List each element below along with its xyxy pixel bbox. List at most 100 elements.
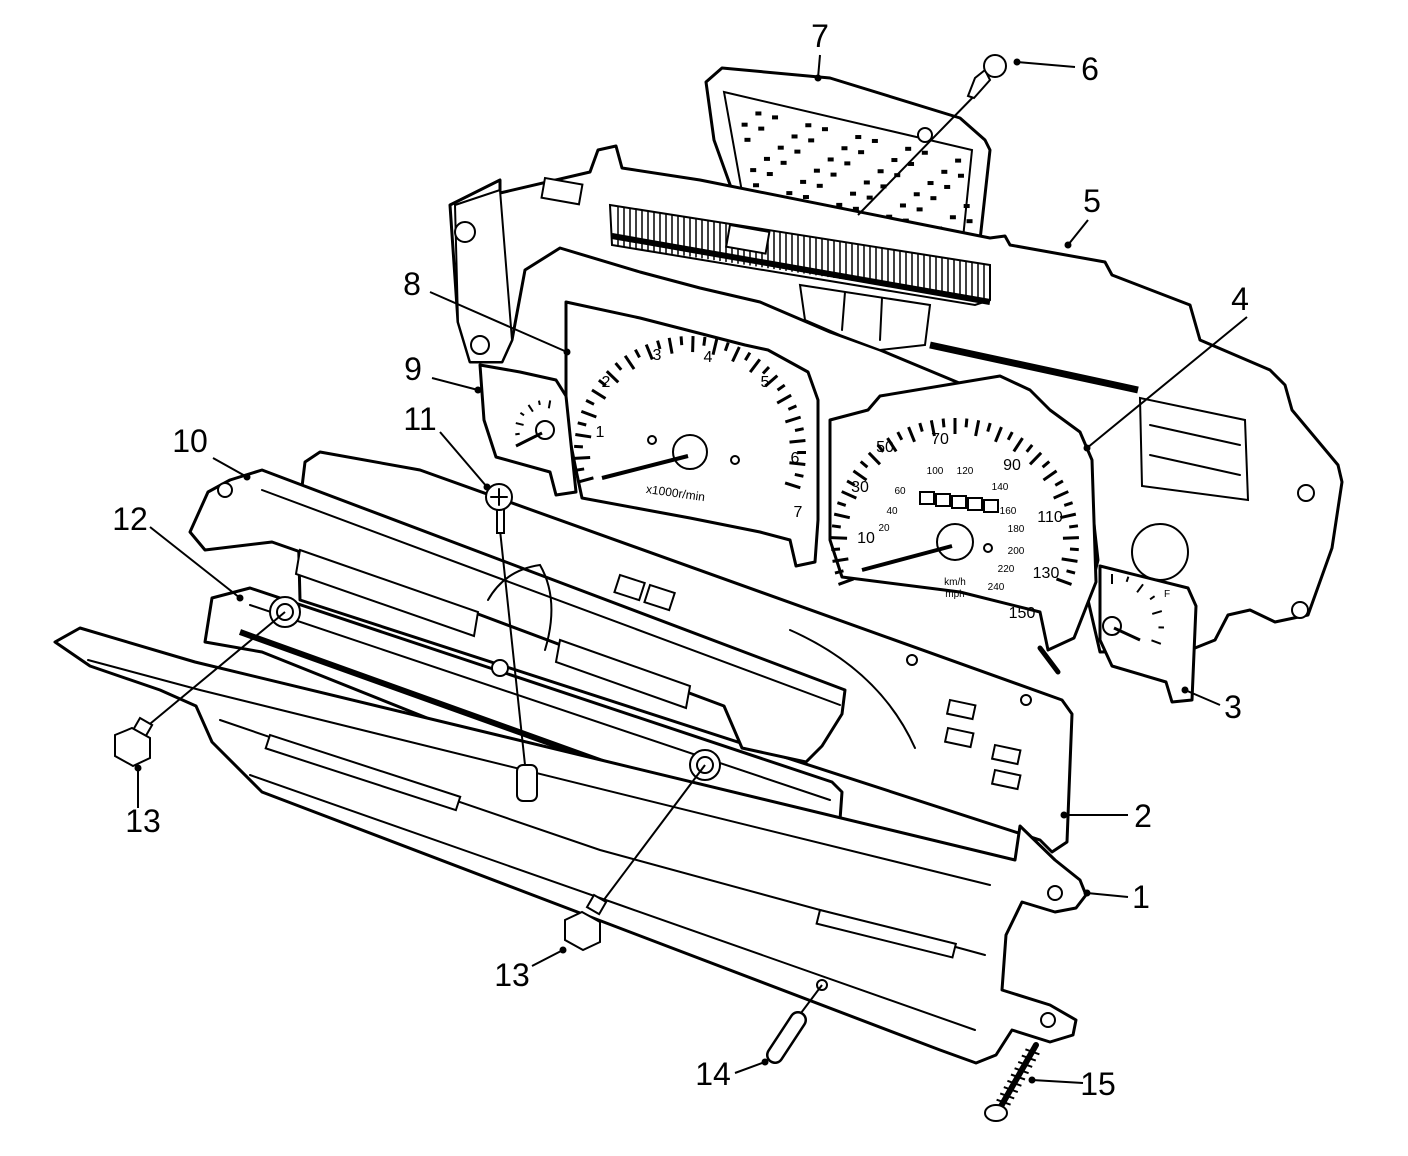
speedometer-hub [936, 523, 974, 561]
mask-panel-window [613, 573, 646, 602]
tick-mark [994, 426, 1003, 443]
bezel-mount-hole [1047, 885, 1063, 901]
pcb-component [821, 127, 828, 132]
fuel-gauge-ticks [1111, 574, 1165, 645]
screw-head [983, 54, 1007, 78]
screw-thread [999, 1092, 1015, 1100]
tick-mark [580, 409, 597, 419]
housing-window-rib [1149, 454, 1241, 476]
lower-tray-edge [249, 604, 831, 801]
pcb-component [805, 123, 812, 128]
pcb-component [852, 206, 859, 211]
upper-lamp-housing-window [294, 548, 480, 638]
pcb-component [841, 146, 848, 151]
leader-dot-5 [1064, 241, 1072, 249]
pcb-component [916, 207, 923, 212]
tick-mark [974, 419, 981, 437]
tachometer-dial: 1 2 3 4 5 6 7 x1000r/min [564, 300, 820, 568]
pcb-component [871, 138, 878, 143]
pcb-component [827, 157, 834, 162]
leader-15 [1031, 1079, 1084, 1084]
warning-lamp-window [990, 743, 1022, 766]
pcb-component [777, 145, 784, 150]
tick-mark [832, 557, 849, 563]
tachometer-needle [601, 454, 689, 480]
leader-10 [212, 457, 248, 478]
tick-mark [547, 400, 552, 409]
odometer-digit [935, 493, 951, 507]
leader-11 [439, 431, 488, 488]
screw-6 [966, 54, 1007, 100]
tick-mark [789, 439, 806, 444]
pcb-component [966, 219, 973, 224]
mask-panel-arc [789, 629, 916, 749]
tick-mark [575, 433, 592, 439]
bulb-holder-nut [114, 726, 151, 768]
kmh-number: 100 [927, 466, 944, 477]
tick-mark [605, 370, 620, 384]
mask-panel-hole [1020, 694, 1032, 706]
pcb-component [921, 150, 928, 155]
leader-dot-2 [1060, 811, 1068, 819]
kmh-number: 220 [998, 564, 1015, 575]
tick-mark [776, 383, 786, 392]
callout-14: 14 [695, 1056, 731, 1092]
screw-thread [1003, 1086, 1019, 1094]
tick-mark [867, 451, 882, 466]
leader-dot-13-left [134, 764, 142, 772]
kmh-number: 140 [992, 482, 1009, 493]
fuel-gauge-face [1098, 564, 1198, 704]
pcb-component [772, 115, 779, 120]
pcb-component [855, 135, 862, 140]
tick-mark [1028, 451, 1043, 466]
screw-11 [485, 483, 538, 802]
pcb-component [850, 191, 857, 196]
pcb-component [750, 168, 757, 173]
tick-mark [831, 524, 841, 529]
tick-mark [634, 348, 641, 359]
pcb-component [802, 195, 809, 200]
tick-mark [794, 472, 804, 478]
screw-thread [1014, 1067, 1029, 1075]
tick-mark [1151, 610, 1163, 615]
tick-mark [794, 427, 804, 432]
tachometer-screw-hole [730, 455, 740, 465]
tick-mark [723, 341, 730, 352]
tick-mark [614, 362, 623, 371]
leader-7 [817, 54, 821, 79]
tick-mark [787, 404, 798, 411]
housing-dark-band-right [929, 341, 1139, 394]
pcb-component [905, 146, 912, 151]
pcb-component [744, 137, 751, 142]
callout-13-right: 13 [494, 957, 530, 993]
screw-thread [1017, 1060, 1033, 1068]
tachometer-ticks [574, 336, 807, 490]
screw-head [984, 1104, 1008, 1122]
callout-1: 1 [1132, 879, 1150, 915]
pcb-component [808, 138, 815, 143]
leader-8 [429, 291, 568, 353]
tick-mark [846, 479, 856, 487]
mph-number: 10 [857, 530, 875, 547]
upper-lamp-housing-window [554, 638, 692, 710]
speedometer-dial: 10 30 50 70 90 110 130 150 20 40 60 100 … [828, 374, 1098, 652]
odometer-digit [967, 497, 983, 511]
pcb-component [880, 184, 887, 189]
bulb-holder-nut [564, 910, 601, 952]
screw-threads [996, 1048, 1040, 1106]
pcb-component [908, 161, 915, 166]
odometer-window [919, 491, 999, 513]
tick-mark [667, 337, 674, 354]
housing-dark-band [611, 233, 991, 305]
front-bezel [53, 626, 1088, 1065]
tick-mark [784, 481, 801, 490]
tick-mark [731, 346, 741, 363]
tick-mark [1061, 557, 1078, 563]
bulb-holder-stem [585, 893, 608, 916]
pcb-component [813, 168, 820, 173]
temperature-gauge-needle [515, 431, 543, 448]
callout-2: 2 [1134, 798, 1152, 834]
kmh-number: 200 [1008, 546, 1025, 557]
tick-mark [591, 388, 607, 400]
